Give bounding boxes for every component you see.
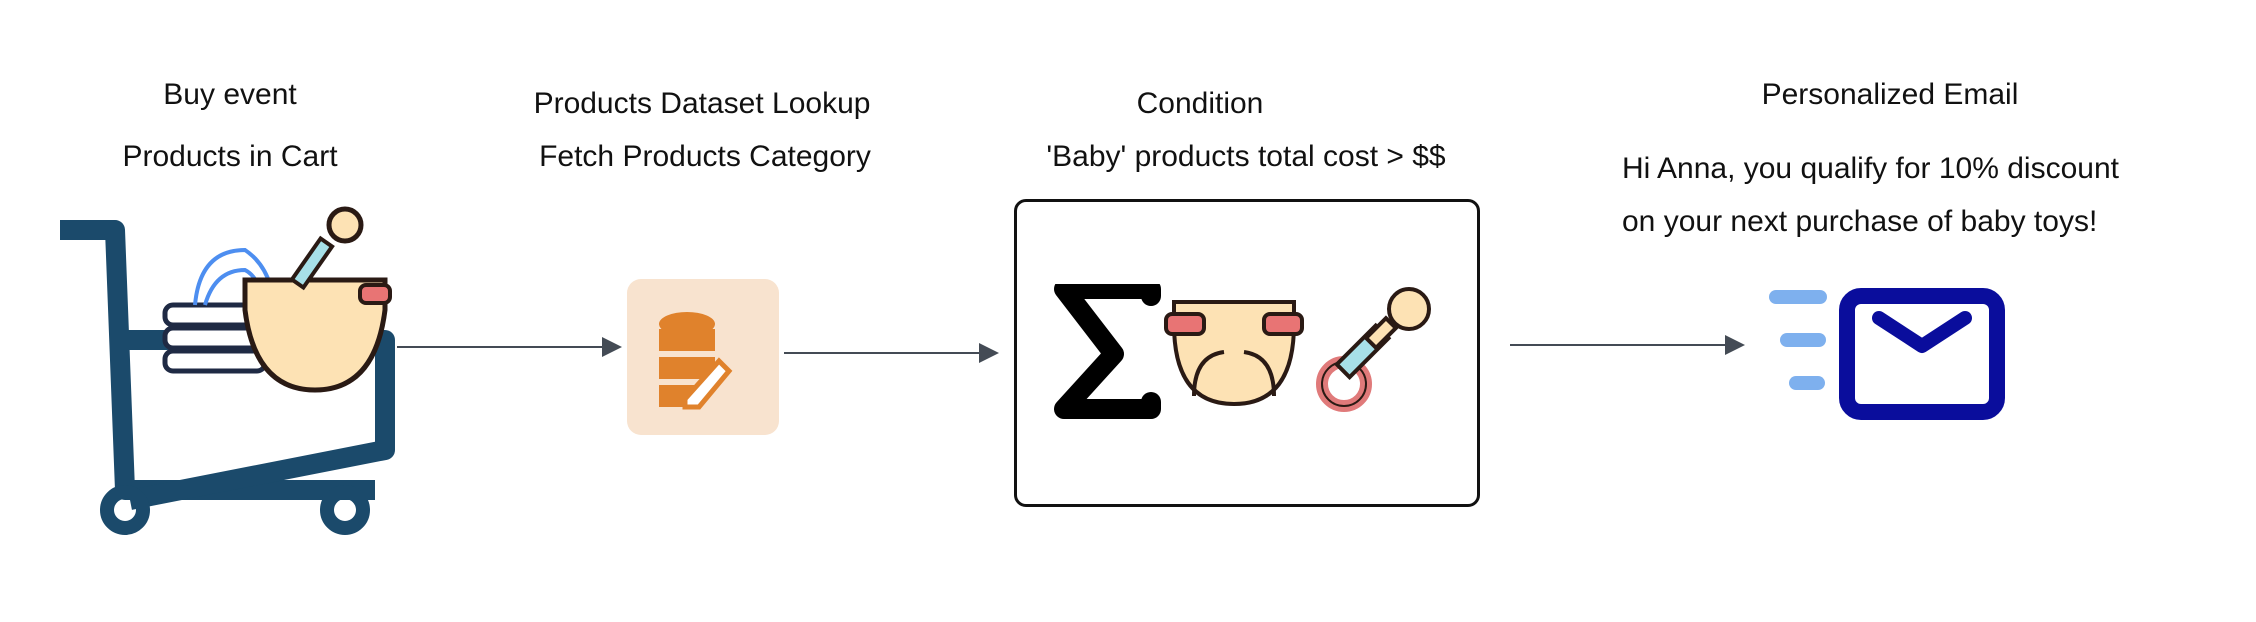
shopping-cart-icon: [60, 206, 395, 535]
step-condition-subtitle: 'Baby' products total cost > $$: [1046, 140, 1446, 173]
step-lookup-subtitle: Fetch Products Category: [539, 140, 871, 173]
arrow-connector: [1510, 335, 1745, 355]
step-buy-event-title: Buy event: [163, 78, 297, 111]
sum-diaper-pacifier-icon: [1054, 284, 1431, 419]
step-buy-event-subtitle: Products in Cart: [122, 140, 338, 173]
arrow-connector: [397, 337, 622, 357]
email-icon: [1769, 288, 2005, 420]
email-message-line-2: on your next purchase of baby toys!: [1622, 205, 2098, 238]
arrow-connector: [784, 343, 999, 363]
condition-box: [1014, 199, 1480, 507]
email-message-line-1: Hi Anna, you qualify for 10% discount: [1622, 152, 2119, 185]
step-lookup-title: Products Dataset Lookup: [533, 87, 871, 120]
step-condition-title: Condition: [1136, 87, 1264, 120]
database-icon: [627, 279, 779, 435]
step-email-title: Personalized Email: [1761, 78, 2019, 111]
